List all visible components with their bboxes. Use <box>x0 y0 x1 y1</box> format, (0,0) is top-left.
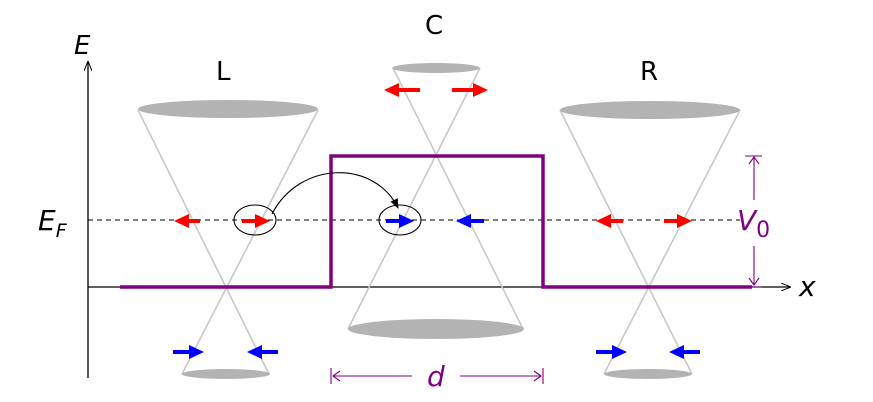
potential-barrier <box>120 154 752 289</box>
region-label-right: R <box>640 57 658 87</box>
blue-arrow-right-bottom-right <box>596 345 627 359</box>
fermi-level-label: EF <box>38 204 68 242</box>
incident-state-circle <box>233 204 277 236</box>
tunneling-arrow <box>271 172 399 215</box>
region-label-left: L <box>216 57 231 87</box>
blue-arrow-center-fermi-right <box>386 214 414 228</box>
region-label-center: C <box>425 11 443 41</box>
barrier-height-label-main: V <box>737 204 758 237</box>
barrier-width-annotation <box>330 368 544 384</box>
dirac-cone-center <box>347 63 524 339</box>
cone-right-bottom-cap <box>604 369 692 379</box>
red-arrow-right-fermi-right <box>664 214 692 228</box>
blue-arrow-center-fermi-left <box>456 214 484 228</box>
blue-arrow-left-bottom-right <box>173 345 204 359</box>
dirac-cone-right <box>559 101 741 379</box>
fermi-level-label-sub: F <box>56 220 68 242</box>
red-arrow-center-top-left <box>384 83 420 97</box>
cone-right-top-cap <box>560 101 740 119</box>
red-arrow-left-fermi-right <box>242 214 270 228</box>
cone-center-bottom-cap <box>348 319 524 339</box>
barrier-height-label-sub: 0 <box>756 218 770 243</box>
transmitted-state-circle <box>378 204 422 236</box>
blue-arrow-left-bottom-left <box>247 345 278 359</box>
fermi-level-label-main: E <box>38 204 56 237</box>
energy-axis-label: E <box>74 31 91 61</box>
dirac-cone-left <box>137 100 319 379</box>
barrier-height-label: V0 <box>737 204 770 243</box>
cone-center-top-cap <box>392 63 480 73</box>
barrier-height-annotation <box>745 155 762 288</box>
barrier-width-label: d <box>427 360 445 393</box>
red-arrow-right-fermi-left <box>596 214 623 228</box>
red-arrow-left-fermi-left <box>174 214 200 228</box>
blue-arrow-right-bottom-left <box>669 345 700 359</box>
cone-left-top-cap <box>138 100 318 118</box>
spin-arrows <box>173 83 700 359</box>
red-arrow-center-top-right <box>452 83 488 97</box>
x-axis-label: x <box>798 270 816 303</box>
cone-left-bottom-cap <box>182 369 270 379</box>
